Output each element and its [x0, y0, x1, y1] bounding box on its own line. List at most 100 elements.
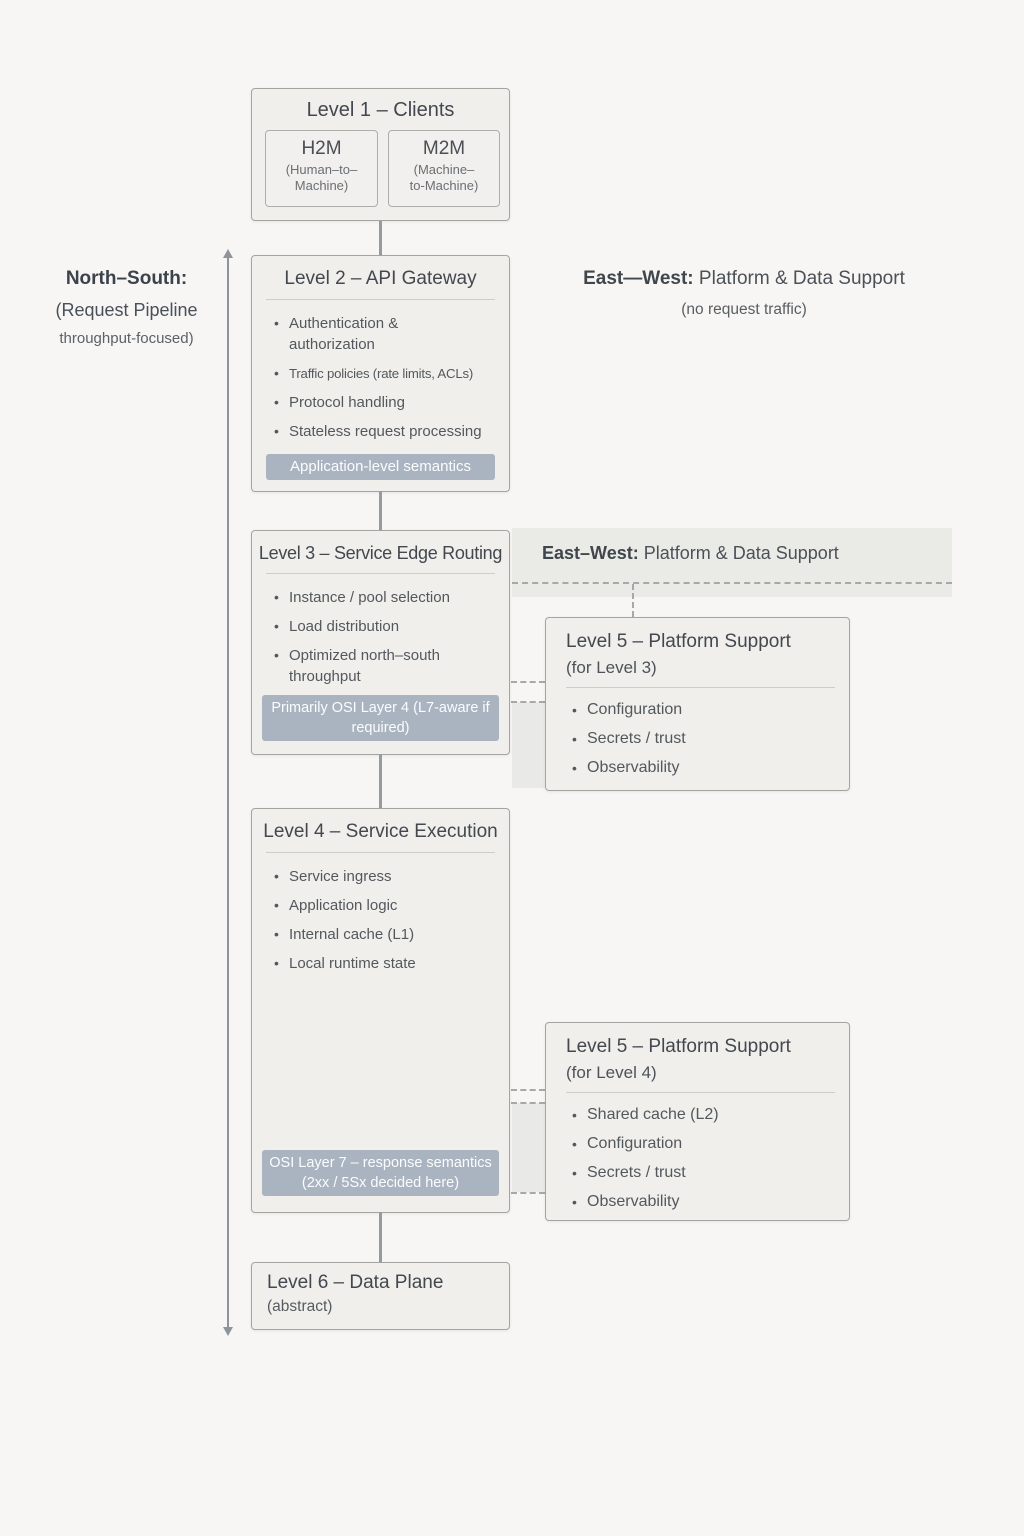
list-item: •Instance / pool selection [274, 589, 450, 606]
level5b-bullets: •Shared cache (L2) •Configuration •Secre… [546, 1093, 849, 1213]
east-west-band-label: East–West: Platform & Data Support [542, 543, 839, 564]
level2-title: Level 2 – API Gateway [284, 268, 477, 289]
bullet-icon: • [274, 926, 279, 942]
bullet-icon: • [274, 423, 279, 439]
level5a-bullets: •Configuration •Secrets / trust •Observa… [546, 688, 849, 779]
north-south-title: North–South: [65, 268, 188, 289]
connector-l3-l4 [379, 754, 382, 808]
east-west-top-sub: (no request traffic) [681, 301, 807, 318]
level1-title: Level 1 – Clients [306, 99, 455, 121]
connector-l1-l2 [379, 221, 382, 258]
level3-separator [266, 573, 495, 574]
level2-badge: Application-level semantics [266, 454, 495, 480]
bullet-icon: • [274, 868, 279, 884]
level6-subtitle: (abstract) [267, 1298, 333, 1315]
band-dashed-line [512, 582, 952, 584]
list-item: •Observability [572, 757, 849, 779]
bullet-icon: • [274, 647, 279, 663]
m2m-box: M2M (Machine– to-Machine) [388, 130, 500, 207]
bullet-icon: • [572, 702, 577, 718]
list-item: •Local runtime state [274, 955, 416, 972]
list-item: •Observability [572, 1191, 849, 1213]
level4-box: Level 4 – Service Execution •Service ing… [251, 808, 510, 1213]
north-south-line2: (Request Pipeline [55, 300, 198, 320]
h2m-title: H2M [301, 138, 342, 159]
l3-l5a-dashed-connector [511, 701, 545, 703]
level5b-subtitle: (for Level 4) [566, 1063, 657, 1082]
level4-separator [266, 852, 495, 853]
bullet-icon: • [274, 897, 279, 913]
level5a-separator [566, 687, 835, 688]
list-item: •Protocol handling [274, 394, 405, 411]
north-south-line3: throughput-focused) [59, 330, 194, 347]
list-item: •Load distribution [274, 618, 400, 635]
l4-l5b-dashed-connector [511, 1192, 545, 1194]
list-item: •Configuration [572, 1133, 849, 1155]
list-item: •Application logic [274, 897, 398, 914]
list-item: •Authentication & authorization [274, 315, 399, 353]
north-south-axis-line [227, 257, 229, 1327]
level2-separator [266, 299, 495, 300]
h2m-subtitle: (Human–to– Machine) [285, 162, 358, 193]
l4-l5b-dashed-connector [511, 1102, 545, 1104]
level4-badge: OSI Layer 7 – response semantics (2xx / … [262, 1150, 499, 1196]
east-west-band: East–West: Platform & Data Support [512, 528, 952, 597]
bullet-icon: • [572, 1194, 577, 1210]
level3-title: Level 3 – Service Edge Routing [258, 543, 503, 563]
connector-l4-l6 [379, 1212, 382, 1262]
bullet-icon: • [572, 731, 577, 747]
bullet-icon: • [274, 394, 279, 410]
arrow-up-icon [223, 249, 233, 258]
list-item: •Shared cache (L2) [572, 1104, 849, 1126]
level2-bullets: •Authentication & authorization •Traffic… [252, 300, 509, 442]
m2m-subtitle: (Machine– to-Machine) [409, 162, 479, 193]
level5b-title: Level 5 – Platform Support [566, 1036, 791, 1057]
bullet-icon: • [572, 1107, 577, 1123]
level5a-box: Level 5 – Platform Support (for Level 3)… [545, 617, 850, 791]
bullet-icon: • [274, 618, 279, 634]
level4-title: Level 4 – Service Execution [263, 821, 498, 842]
east-west-top-prefix: East—West: [583, 268, 694, 289]
north-south-label: North–South: (Request Pipeline throughpu… [28, 268, 225, 347]
list-item: •Optimized north–south throughput [274, 647, 440, 685]
level5a-title: Level 5 – Platform Support [566, 631, 791, 652]
list-item: •Stateless request processing [274, 423, 482, 440]
bullet-icon: • [274, 315, 279, 331]
bullet-icon: • [572, 1165, 577, 1181]
list-item: •Traffic policies (rate limits, ACLs) [274, 363, 509, 384]
h2m-box: H2M (Human–to– Machine) [265, 130, 378, 207]
bullet-icon: • [572, 1136, 577, 1152]
list-item: •Service ingress [274, 868, 392, 885]
bullet-icon: • [274, 955, 279, 971]
level3-badge: Primarily OSI Layer 4 (L7-aware if requi… [262, 695, 499, 741]
level5b-box: Level 5 – Platform Support (for Level 4)… [545, 1022, 850, 1221]
level6-title: Level 6 – Data Plane [267, 1272, 444, 1293]
bullet-icon: • [274, 365, 279, 381]
level3-bullets: •Instance / pool selection •Load distrib… [252, 574, 509, 687]
list-item: •Configuration [572, 699, 849, 721]
l3-l5a-strip [512, 702, 545, 788]
level6-box: Level 6 – Data Plane (abstract) [251, 1262, 510, 1330]
east-west-top-line: East—West: Platform & Data Support [548, 268, 940, 290]
list-item: •Internal cache (L1) [274, 926, 415, 943]
m2m-title: M2M [422, 138, 466, 159]
l3-l5a-dashed-connector [511, 681, 545, 683]
level5b-separator [566, 1092, 835, 1093]
level1-box: Level 1 – Clients H2M (Human–to– Machine… [251, 88, 510, 221]
east-west-band-prefix: East–West: [542, 543, 639, 563]
arrow-down-icon [223, 1327, 233, 1336]
bullet-icon: • [572, 760, 577, 776]
list-item: •Secrets / trust [572, 1162, 849, 1184]
level5a-subtitle: (for Level 3) [566, 658, 657, 677]
level2-box: Level 2 – API Gateway •Authentication & … [251, 255, 510, 492]
band-to-l5a-dashed-connector [632, 584, 634, 617]
east-west-band-text: Platform & Data Support [638, 543, 839, 563]
l4-l5b-dashed-connector [511, 1089, 545, 1091]
level3-box: Level 3 – Service Edge Routing •Instance… [251, 530, 510, 755]
connector-l2-l3 [379, 491, 382, 531]
level4-bullets: •Service ingress •Application logic •Int… [252, 853, 509, 974]
l4-l5b-strip [512, 1103, 545, 1192]
east-west-top-text: Platform & Data Support [693, 268, 905, 289]
list-item: •Secrets / trust [572, 728, 849, 750]
